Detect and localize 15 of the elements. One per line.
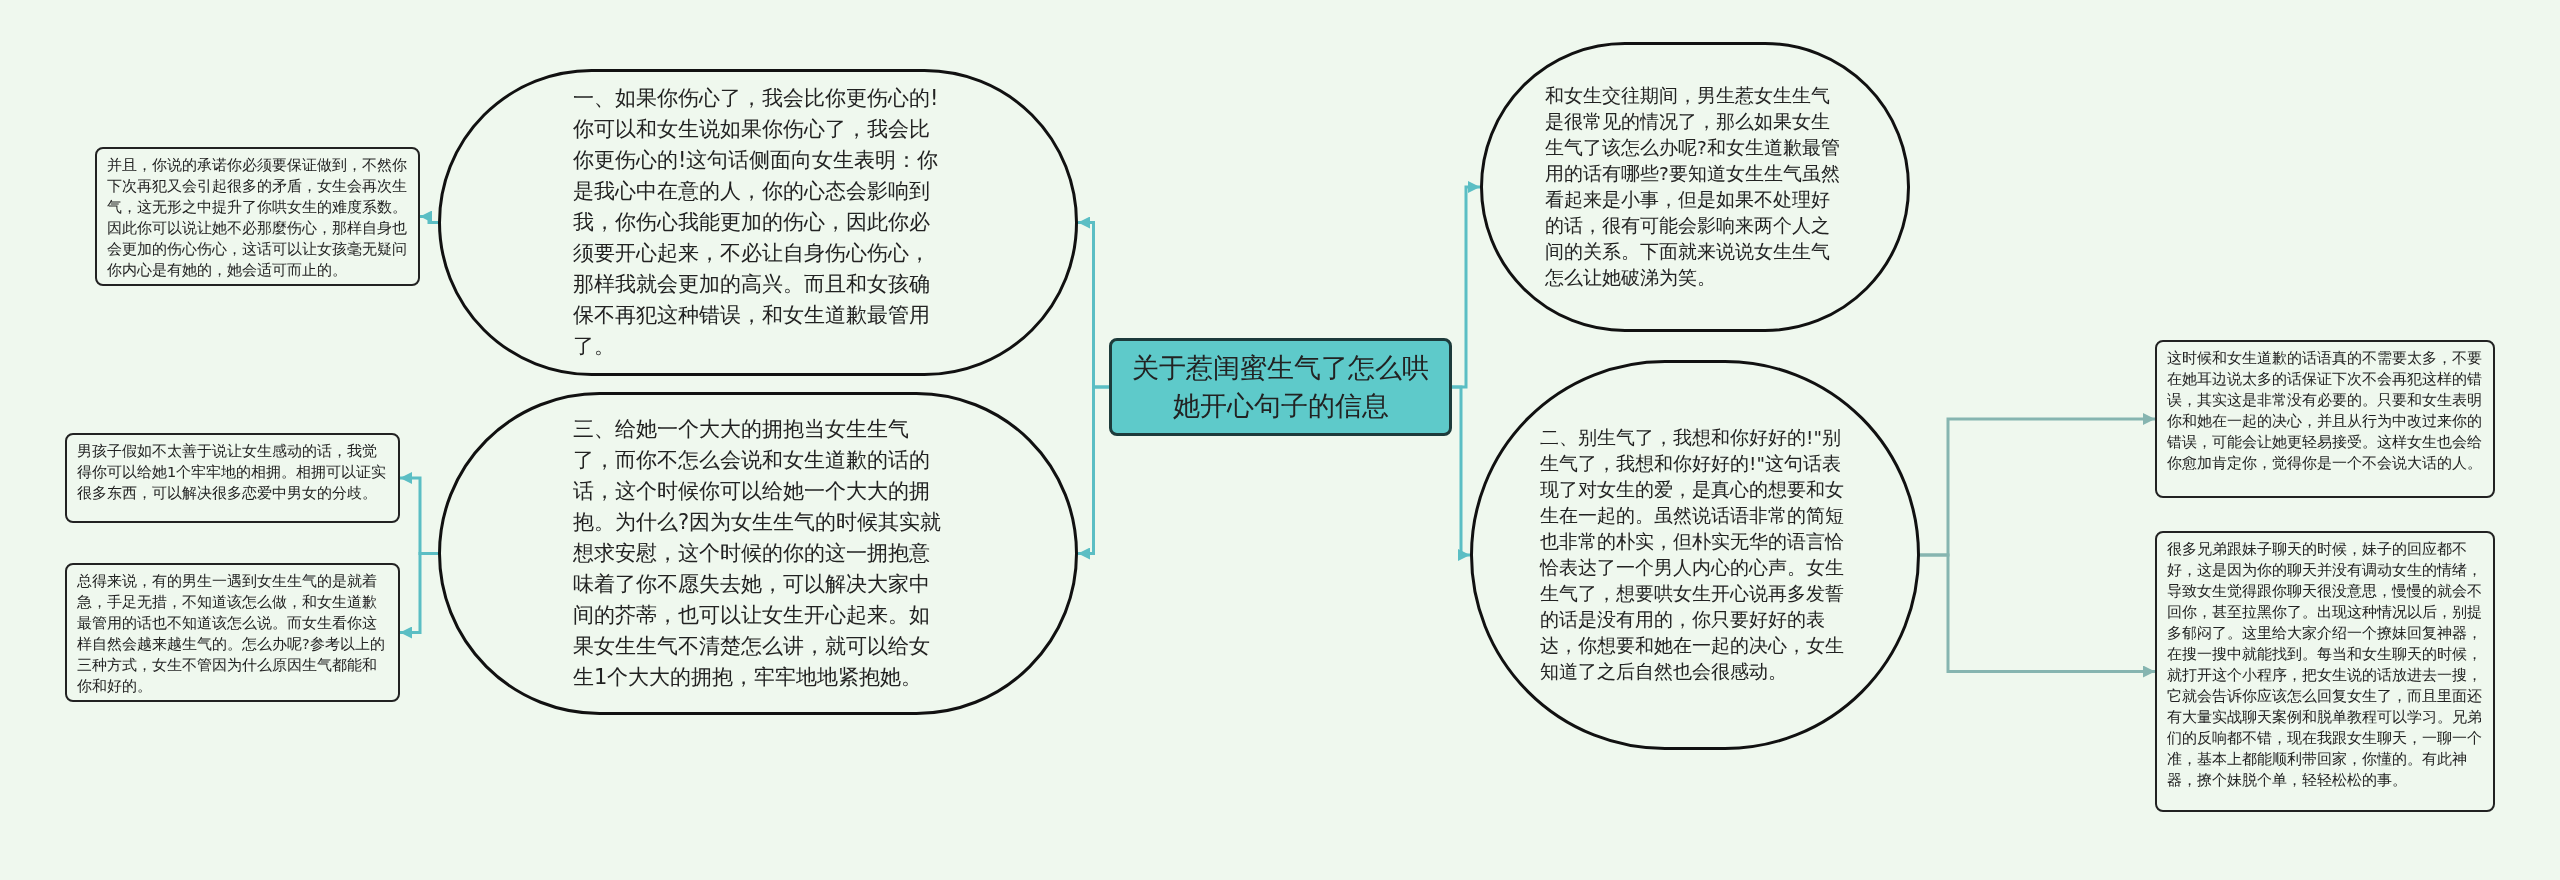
connector-arrow <box>1078 385 1109 560</box>
note-box: 总得来说，有的男生一遇到女生生气的是就着急，手足无措，不知道该怎么做，和女生道歉最管用的话也不知道该怎么说。而女生看你这样自然会越来越生气的。怎么办呢?参考以上的三种方式，女生不管因为什么原因生气都能和你和好的。 <box>65 563 400 702</box>
connector-arrow <box>1452 385 1470 561</box>
note-box: 并且，你说的承诺你必须要保证做到，不然你下次再犯又会引起很多的矛盾，女生会再次生气，这无形之中提升了你哄女生的难度系数。因此你可以说让她不必那麼伤心，那样自身也会更加的伤心伤心，这话可以让女孩毫无疑问你内心是有她的，她会适可而止的。 <box>95 147 420 286</box>
topic-box: 关于惹闺蜜生气了怎么哄她开心句子的信息 <box>1109 338 1452 436</box>
rounded-node: 和女生交往期间，男生惹女生生气是很常见的情况了，那么如果女生生气了该怎么办呢?和女生道歉最管用的话有哪些?要知道女生生气虽然看起来是小事，但是如果不处理好的话，很有可能会影响来两个人之间的关系。下面就来说说女生生气怎么让她破涕为笑。 <box>1480 42 1910 332</box>
connector-arrow <box>420 210 438 224</box>
note-box: 很多兄弟跟妹子聊天的时候，妹子的回应都不好，这是因为你的聊天并没有调动女生的情绪，导致女生觉得跟你聊天很没意思，慢慢的就会不回你，甚至拉黑你了。出现这种情况以后，别提多郁闷了。这里给大家介绍一个撩妹回复神器，在搜一搜中就能找到。每当和女生聊天的时候，就打开这个小程序，把女生说的话放进去一搜，它就会告诉你应该怎么回复女生了，而且里面还有大量实战聊天案例和脱单教程可以学习。兄弟们的反响都不错，现在我跟女生聊天，一聊一个准，基本上都能顺利带回家，你懂的。有此神器，撩个妹脱个单，轻轻松松的事。 <box>2155 531 2495 812</box>
note-box: 这时候和女生道歉的话语真的不需要太多，不要在她耳边说太多的话保证下次不会再犯这样的错误，其实这是非常没有必要的。只要和女生表明你和她在一起的决心，并且从行为中改过来你的错误，可能会让她更轻易接受。这样女生也会给你愈加肯定你，觉得你是一个不会说大话的人。 <box>2155 340 2495 498</box>
connector-arrow <box>1920 553 2155 678</box>
rounded-node: 一、如果你伤心了，我会比你更伤心的!你可以和女生说如果你伤心了，我会比你更伤心的!这句话侧面向女生表明：你是我心中在意的人，你的心态会影响到我，你伤心我能更加的伤心，因此你必须要开心起来，不必让自身伤心伤心，那样我就会更加的高兴。而且和女孩确保不再犯这种错误，和女生道歉最管用了。 <box>438 69 1078 376</box>
connector-arrow <box>400 552 438 639</box>
rounded-node: 二、别生气了，我想和你好好的!"别生气了，我想和你好好的!"这句话表现了对女生的爱，是真心的想要和女生在一起的。虽然说话语非常的简短也非常的朴实，但朴实无华的语言恰恰表达了一个男人内心的心声。女生生气了，想要哄女生开心说再多发誓的话是没有用的，你只要好好的表达，你想要和她在一起的决心，女生知道了之后自然也会很感动。 <box>1470 360 1920 750</box>
rounded-node: 三、给她一个大大的拥抱当女生生气了，而你不怎么会说和女生道歉的话的话，这个时候你可以给她一个大大的拥抱。为什么?因为女生生气的时候其实就想求安慰，这个时候的你的这一拥抱意味着了你不愿失去她，可以解决大家中间的芥蒂，也可以让女生开心起来。如果女生生气不清楚怎么讲，就可以给女生1个大大的拥抱，牢牢地地紧抱她。 <box>438 392 1078 715</box>
note-box: 男孩子假如不太善于说让女生感动的话，我觉得你可以给她1个牢牢地的相拥。相拥可以证实很多东西，可以解决很多恋爱中男女的分歧。 <box>65 433 400 523</box>
